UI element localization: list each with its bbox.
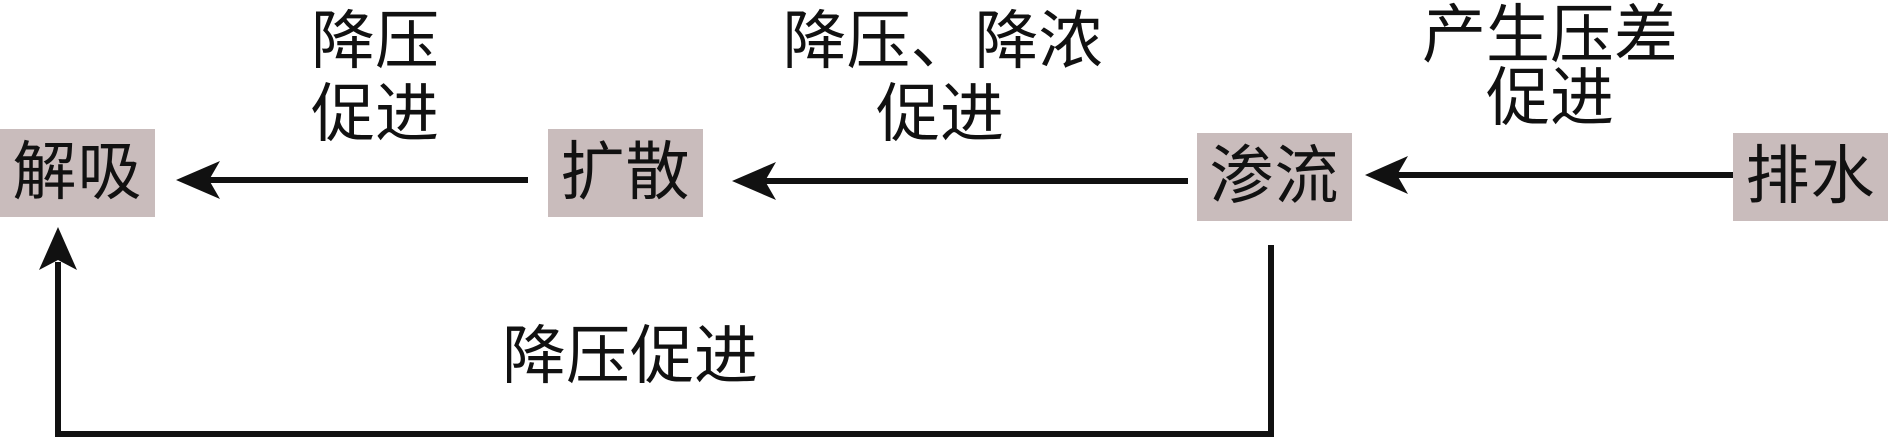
node-drainage: 排水 [1733,133,1888,221]
edge-label-drainage-to-seepage-line2: 促进 [1486,62,1614,136]
edge-label-seepage-to-diffusion-line2: 促进 [876,78,1004,152]
edge-label-diffusion-to-desorption-line2: 促进 [311,78,439,152]
node-seepage: 渗流 [1197,133,1352,221]
edge-label-diffusion-to-desorption-line1: 降压 [311,5,439,79]
arrow-seepage-to-desorption [39,227,1274,437]
node-desorption: 解吸 [0,129,155,217]
arrow-diffusion-to-desorption [176,161,528,199]
node-diffusion: 扩散 [548,129,703,217]
edge-label-seepage-to-diffusion-line1: 降压、降浓 [782,5,1103,79]
edge-label-seepage-to-desorption: 降压促进 [502,320,758,394]
arrow-seepage-to-diffusion [732,162,1188,200]
edge-label-drainage-to-seepage-line1: 产生压差 [1422,0,1678,73]
arrow-drainage-to-seepage [1365,156,1733,194]
